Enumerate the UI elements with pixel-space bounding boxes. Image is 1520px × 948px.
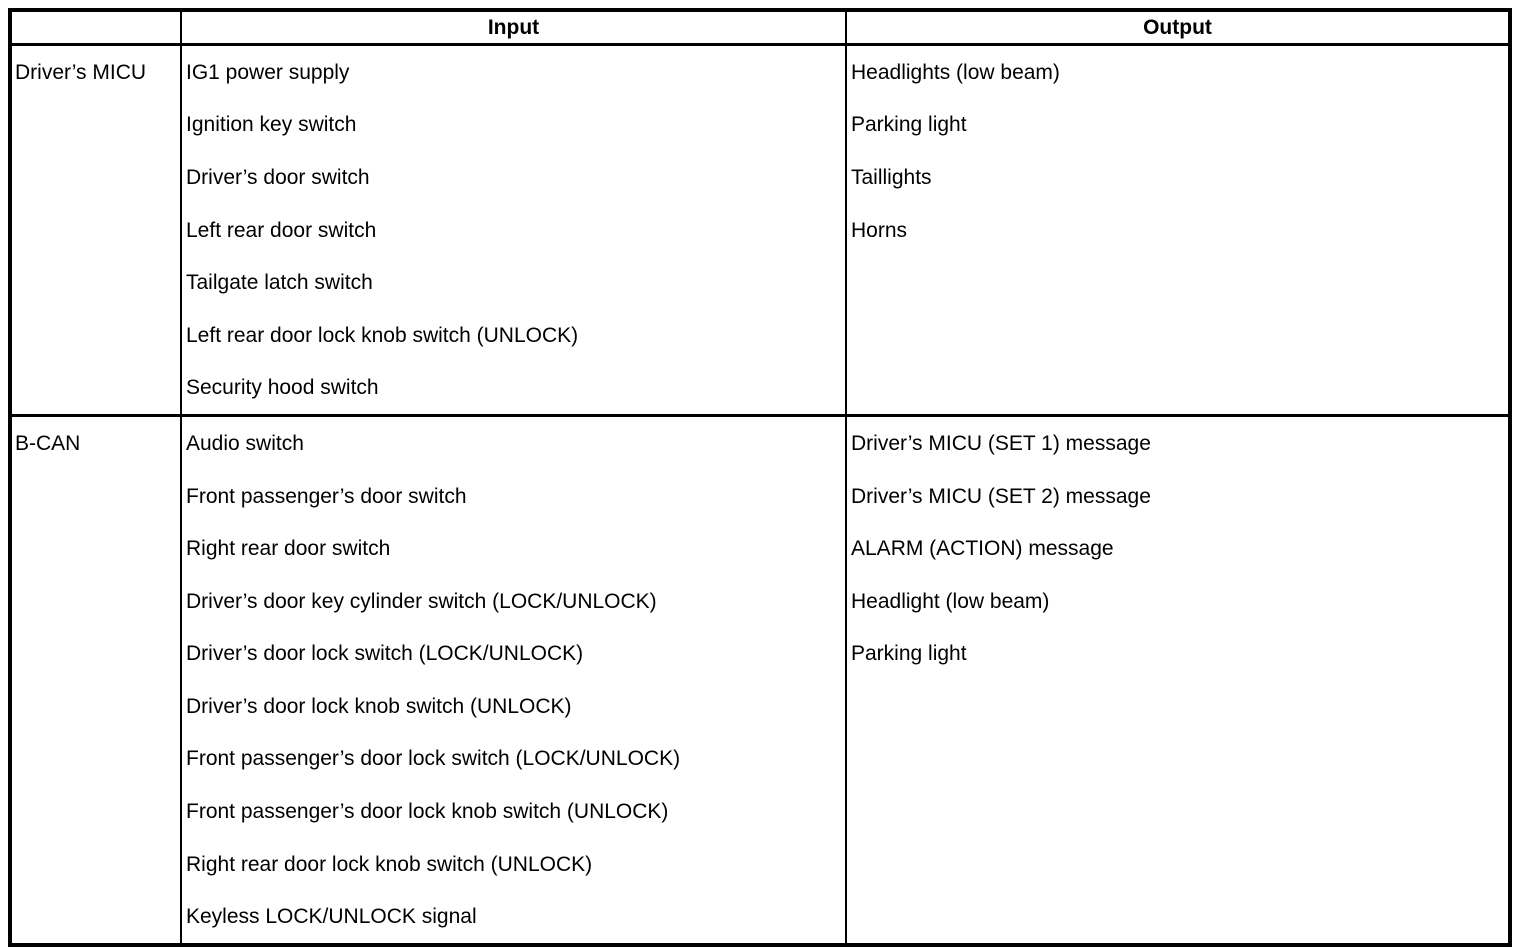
header-source-cell [12,12,182,43]
list-item: Parking light [851,642,967,666]
list-item: Front passenger’s door switch [186,484,467,508]
list-item: Front passenger’s door lock switch (LOCK… [186,747,681,771]
header-output-cell: Output [847,12,1508,43]
list-item: Left rear door switch [186,218,377,242]
list-item: ALARM (ACTION) message [851,537,1114,561]
list-item: Driver’s door switch [186,165,370,189]
list-item: Horns [851,218,908,242]
list-item: Right rear door lock knob switch (UNLOCK… [186,852,593,876]
list-item: Left rear door lock knob switch (UNLOCK) [186,323,579,347]
list-item: IG1 power supply [186,60,350,84]
list-item: Taillights [851,165,932,189]
list-item: Driver’s door lock switch (LOCK/UNLOCK) [186,642,584,666]
table-header-row: Input Output [12,12,1508,46]
source-cell: B-CAN [12,417,182,944]
list-item: Right rear door switch [186,537,391,561]
list-item: Driver’s door lock knob switch (UNLOCK) [186,694,572,718]
source-cell: Driver’s MICU [12,46,182,415]
list-item: Headlight (low beam) [851,589,1050,613]
list-item: Parking light [851,113,967,137]
list-item: Headlights (low beam) [851,60,1060,84]
list-item: Audio switch [186,431,304,455]
list-item: Tailgate latch switch [186,271,373,295]
list-item: Ignition key switch [186,113,357,137]
header-input-cell: Input [182,12,847,43]
list-item: Keyless LOCK/UNLOCK signal [186,905,477,929]
list-item: Front passenger’s door lock knob switch … [186,800,669,824]
list-item: Security hood switch [186,376,379,400]
list-item: Driver’s MICU (SET 1) message [851,431,1151,455]
io-table: Input Output Driver’s MICU IG1 power sup… [8,8,1512,948]
list-item: Driver’s MICU (SET 2) message [851,484,1151,508]
row-source-label: B-CAN [15,431,81,455]
list-item: Driver’s door key cylinder switch (LOCK/… [186,589,657,613]
row-source-label: Driver’s MICU [15,60,147,84]
